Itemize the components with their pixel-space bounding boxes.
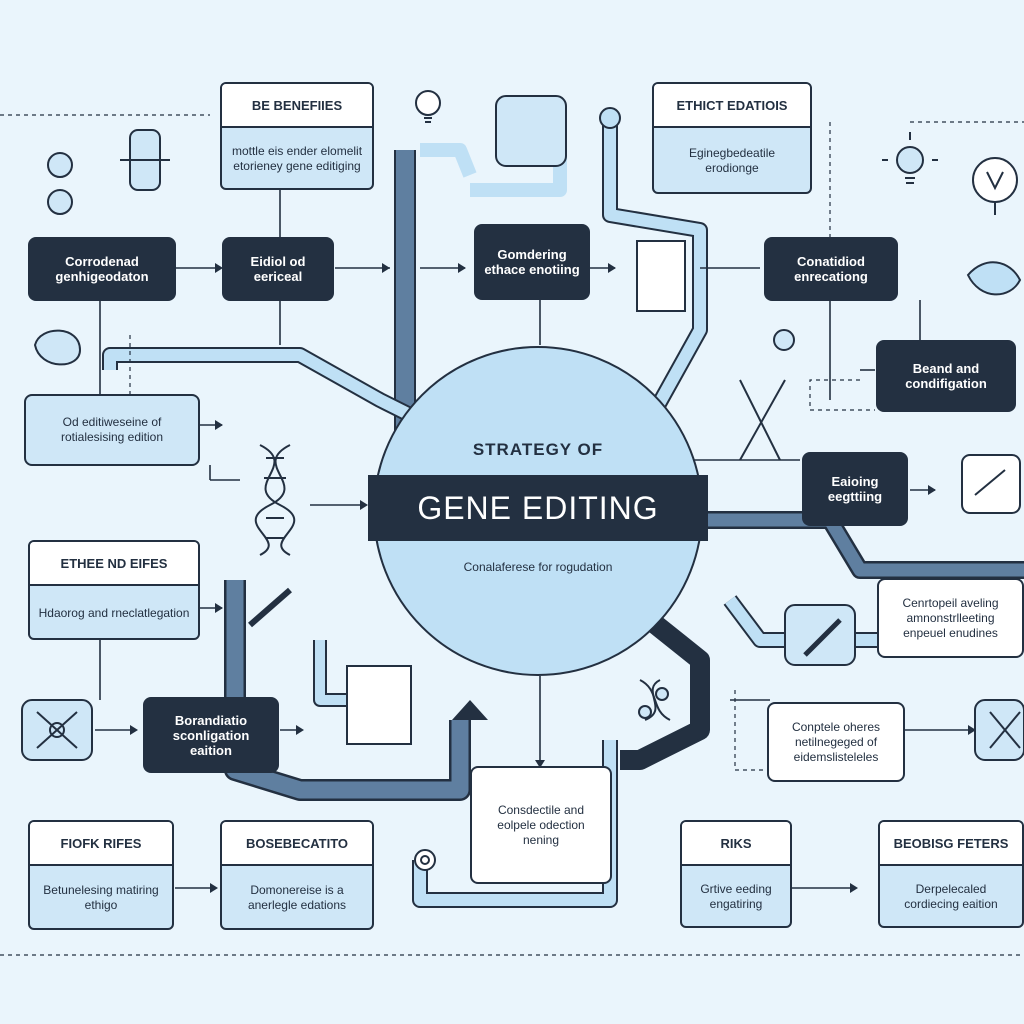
card-title: ETHEE ND EIFES — [30, 542, 198, 586]
node-gomdering: Gomdering ethace enotiing — [474, 224, 590, 300]
node-beand: Beand and condifigation — [876, 340, 1016, 412]
card-title: BOSEBECATITO — [222, 822, 372, 866]
node-cenrtopeil: Cenrtopeil aveling amnonstrlleeting enpe… — [877, 578, 1024, 658]
card-be-benefies: BE BENEFIIES mottle eis ender elomelit e… — [220, 82, 374, 190]
card-title: RIKS — [682, 822, 790, 866]
card-title: BEOBISG FETERS — [880, 822, 1022, 866]
card-body: Betunelesing matiring ethigo — [43, 883, 159, 912]
node-od-eititesine: Od editiweseine of rotialesising edition — [24, 394, 200, 466]
card-body: Eginegbedeatile erodionge — [688, 146, 776, 175]
node-borandiatio: Borandiatio sconligation eaition — [143, 697, 279, 773]
card-fiofk-rifes: FIOFK RIFES Betunelesing matiring ethigo — [28, 820, 174, 930]
node-eidiol: Eidiol od eericeal — [222, 237, 334, 301]
card-body: Derpelecaled cordiecing eaition — [904, 882, 998, 911]
card-bosebecatito: BOSEBECATITO Domonereise is a anerlegle … — [220, 820, 374, 930]
card-ethee-nd-eifes: ETHEE ND EIFES Hdaorog and rneclatlegati… — [28, 540, 200, 640]
node-consdectile: Consdectile and eolpele odection nening — [470, 766, 612, 884]
card-title: ETHICT EDATIOIS — [654, 84, 810, 128]
card-body: Hdaorog and rneclatlegation — [38, 605, 190, 620]
card-body: Grtive eeding engatiring — [700, 882, 772, 911]
card-title: BE BENEFIIES — [222, 84, 372, 128]
node-conptele: Conptele oheres netilnegeged of eidemsli… — [767, 702, 905, 782]
center-pre-title: STRATEGY OF — [472, 440, 604, 459]
center-subtitle: Conalaferese for rogudation — [463, 560, 613, 574]
node-corroderad: Corrodenad genhigeodaton — [28, 237, 176, 301]
node-conatidiod: Conatidiod enrecationg — [764, 237, 898, 301]
document-icon — [636, 240, 686, 312]
card-riks: RIKS Grtive eeding engatiring — [680, 820, 792, 928]
node-eaioing: Eaioing eegttiing — [802, 452, 908, 526]
card-body: mottle eis ender elomelit etorieney gene… — [231, 144, 363, 173]
card-title: FIOFK RIFES — [30, 822, 172, 866]
card-ethict-edatiois: ETHICT EDATIOIS Eginegbedeatile erodiong… — [652, 82, 812, 194]
document-icon — [346, 665, 412, 745]
center-title: GENE EDITING — [368, 475, 708, 541]
card-body: Domonereise is a anerlegle edations — [247, 883, 347, 912]
card-beobisg-feters: BEOBISG FETERS Derpelecaled cordiecing e… — [878, 820, 1024, 928]
